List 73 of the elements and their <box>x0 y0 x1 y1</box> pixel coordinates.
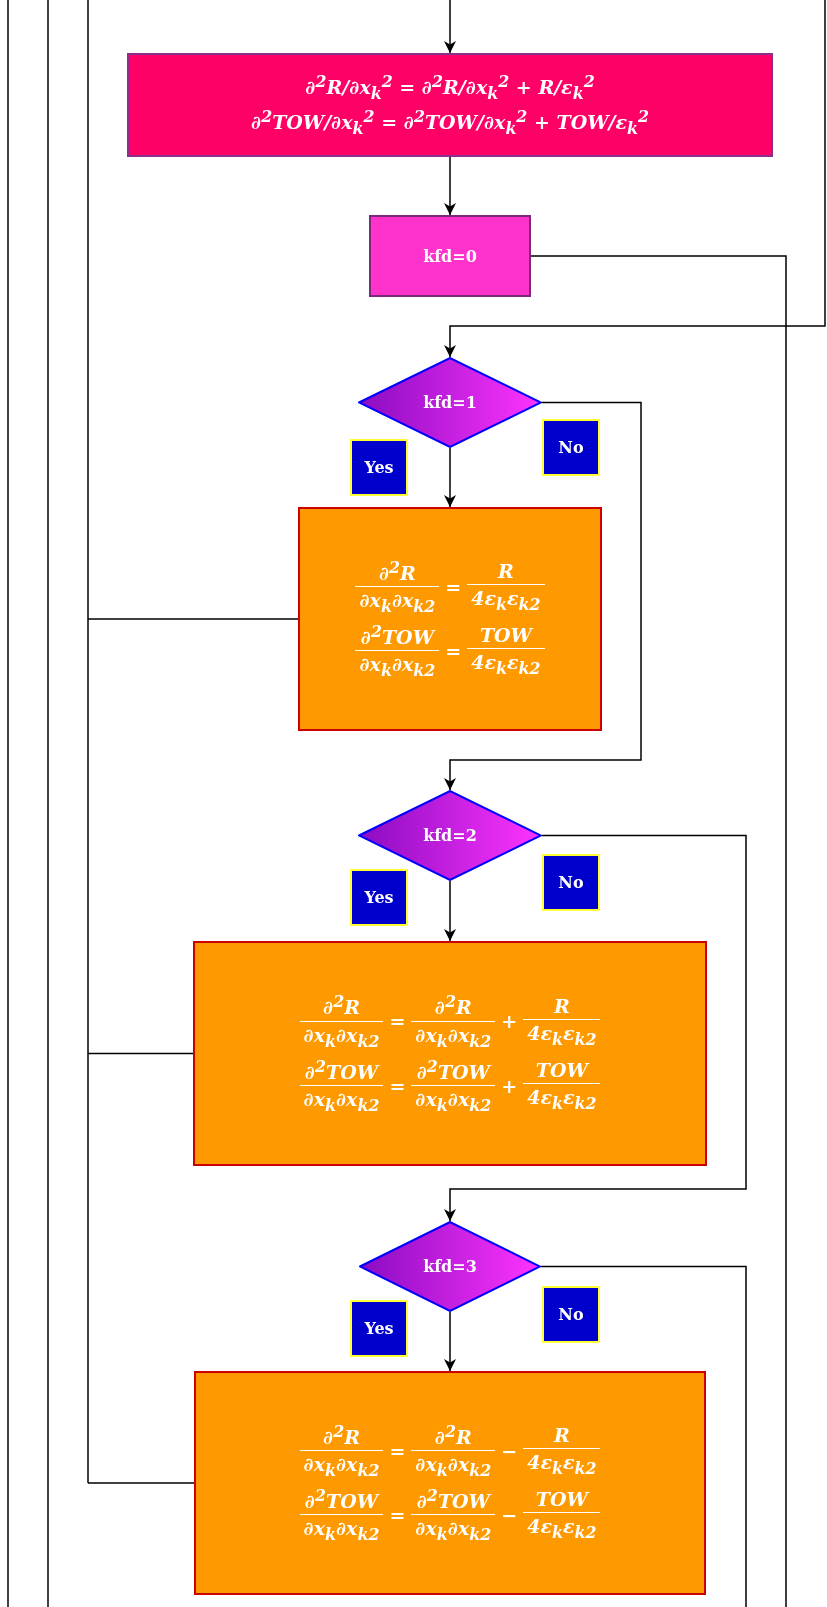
numerator: ∂$^{2}$R <box>321 992 361 1021</box>
denominator: ∂x$_{k}$∂x$_{k2}$ <box>411 1450 496 1480</box>
numerator: R <box>496 560 515 585</box>
numerator: ∂$^{2}$TOW <box>359 622 437 651</box>
math-operator: = <box>389 1439 406 1462</box>
edge-label: Yes <box>350 869 408 926</box>
connector-line <box>530 255 787 1607</box>
edge-label: No <box>542 854 600 911</box>
arrow <box>444 1311 456 1372</box>
denominator: 4ε$_{k}$ε$_{k2}$ <box>523 1512 601 1542</box>
math-operator: = <box>389 1010 406 1033</box>
connector-line <box>87 1482 195 1484</box>
numerator: ∂$^{2}$R <box>433 1421 473 1451</box>
numerator: TOW <box>478 624 535 649</box>
arrow <box>444 401 642 791</box>
denominator: 4ε$_{k}$ε$_{k2}$ <box>467 648 545 678</box>
denominator: ∂x$_{k}$∂x$_{k2}$ <box>411 1084 496 1115</box>
denominator: ∂x$_{k}$∂x$_{k2}$ <box>299 1514 384 1545</box>
math-operator: = <box>445 640 462 663</box>
node-label: kfd=3 <box>423 1257 477 1276</box>
math-operator: = <box>389 1504 406 1527</box>
numerator: ∂$^{2}$TOW <box>303 1486 381 1515</box>
connector-line <box>87 618 299 620</box>
formula-box <box>193 941 707 1166</box>
arrow <box>444 447 456 508</box>
numerator: TOW <box>534 1488 591 1513</box>
decision-diamond <box>359 1221 541 1312</box>
math-operator: = <box>389 1074 406 1097</box>
numerator: ∂$^{2}$R <box>433 992 473 1021</box>
edge-label: No <box>542 1286 600 1343</box>
math-operator: + <box>501 1074 518 1097</box>
arrow <box>444 834 747 1222</box>
denominator: 4ε$_{k}$ε$_{k2}$ <box>523 1082 601 1113</box>
math-operator: + <box>501 1010 518 1033</box>
math-operator: − <box>501 1504 518 1527</box>
math-operator: − <box>501 1439 518 1462</box>
node-label: kfd=1 <box>423 393 477 412</box>
denominator: ∂x$_{k}$∂x$_{k2}$ <box>355 650 440 681</box>
denominator: ∂x$_{k}$∂x$_{k2}$ <box>299 1020 384 1051</box>
decision-diamond <box>358 357 542 448</box>
formula-box <box>194 1371 706 1595</box>
edge-label: No <box>542 419 600 476</box>
connector-line <box>540 1265 747 1607</box>
denominator: ∂x$_{k}$∂x$_{k2}$ <box>411 1514 496 1545</box>
edge-label: Yes <box>350 1300 408 1357</box>
edge-label: Yes <box>350 439 408 496</box>
numerator: ∂$^{2}$TOW <box>303 1056 381 1085</box>
arrow <box>444 880 456 942</box>
arrow <box>444 0 826 358</box>
denominator: ∂x$_{k}$∂x$_{k2}$ <box>299 1084 384 1115</box>
numerator: R <box>552 1424 571 1449</box>
process-box <box>369 215 531 297</box>
denominator: ∂x$_{k}$∂x$_{k2}$ <box>299 1450 384 1480</box>
math-operator: = <box>445 575 462 598</box>
numerator: ∂$^{2}$R <box>377 557 417 587</box>
formula-box <box>127 53 773 157</box>
numerator: TOW <box>534 1058 591 1083</box>
connector-line <box>87 1052 194 1055</box>
node-label: kfd=2 <box>423 826 477 845</box>
arrow <box>444 0 456 54</box>
denominator: 4ε$_{k}$ε$_{k2}$ <box>523 1448 601 1478</box>
numerator: ∂$^{2}$TOW <box>415 1056 493 1085</box>
arrow <box>444 156 456 216</box>
numerator: R <box>552 994 571 1019</box>
formula-box <box>298 507 602 731</box>
decision-diamond <box>358 790 542 881</box>
denominator: 4ε$_{k}$ε$_{k2}$ <box>523 1018 601 1049</box>
node-label: kfd=0 <box>423 246 477 266</box>
denominator: ∂x$_{k}$∂x$_{k2}$ <box>355 586 440 616</box>
numerator: ∂$^{2}$TOW <box>415 1486 493 1515</box>
denominator: 4ε$_{k}$ε$_{k2}$ <box>467 584 545 614</box>
denominator: ∂x$_{k}$∂x$_{k2}$ <box>411 1020 496 1051</box>
numerator: ∂$^{2}$R <box>321 1421 361 1451</box>
